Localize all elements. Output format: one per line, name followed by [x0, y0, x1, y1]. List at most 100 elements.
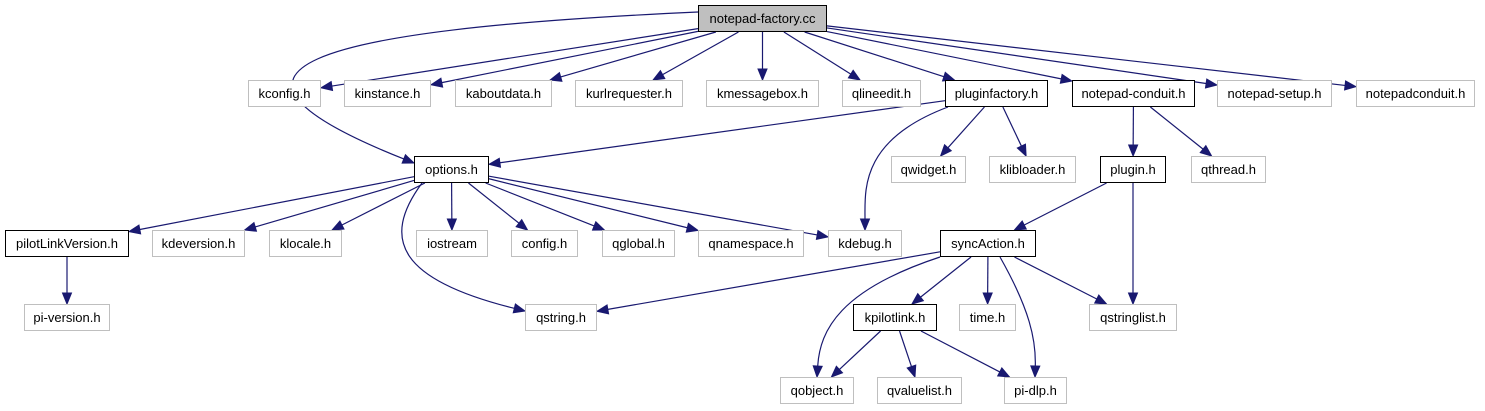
node-syncAction[interactable]: syncAction.h: [940, 230, 1036, 257]
node-label: qlineedit.h: [851, 86, 912, 101]
node-qstring[interactable]: qstring.h: [525, 304, 597, 331]
edge-kpilotlink-to-pidlp: [920, 330, 1001, 373]
edge-pluginfactory-to-options-arrowhead: [487, 157, 502, 168]
node-iostream[interactable]: iostream: [416, 230, 488, 257]
node-kconfig[interactable]: kconfig.h: [248, 80, 321, 107]
edge-root-to-options-arrowhead: [401, 153, 416, 164]
edge-root-to-kconfig-arrowhead: [319, 80, 334, 92]
node-label: options.h: [425, 162, 478, 177]
node-kpilotlink[interactable]: kpilotlink.h: [853, 304, 937, 331]
node-label: pilotLinkVersion.h: [16, 236, 118, 251]
node-qstringlist[interactable]: qstringlist.h: [1089, 304, 1177, 331]
node-config[interactable]: config.h: [511, 230, 578, 257]
node-qwidget[interactable]: qwidget.h: [891, 156, 966, 183]
node-qvaluelist[interactable]: qvaluelist.h: [877, 377, 962, 404]
edge-options-to-pilotLinkVersion-arrowhead: [127, 224, 142, 235]
edge-syncAction-to-kpilotlink: [920, 256, 972, 298]
edge-root-to-options: [291, 11, 699, 160]
edge-syncAction-to-qstring-arrowhead: [595, 304, 610, 315]
edge-root-to-kurlrequester: [662, 31, 739, 76]
node-label: qthread.h: [1201, 162, 1256, 177]
edge-root-to-kaboutdata: [560, 31, 717, 78]
edge-kpilotlink-to-qvaluelist: [898, 330, 913, 367]
node-label: kdebug.h: [838, 236, 892, 251]
node-label: klibloader.h: [999, 162, 1066, 177]
node-pidlp[interactable]: pi-dlp.h: [1004, 377, 1067, 404]
node-label: qvaluelist.h: [886, 383, 953, 398]
edge-kpilotlink-to-qvaluelist-arrowhead: [906, 364, 917, 379]
edge-root-to-notepadsetup: [826, 27, 1207, 85]
node-label: pluginfactory.h: [954, 86, 1039, 101]
edge-options-to-qnamespace: [488, 178, 688, 229]
edge-root-to-notepadconduit_h-arrowhead: [1059, 73, 1074, 84]
node-kdebug[interactable]: kdebug.h: [828, 230, 902, 257]
edge-root-to-notepadconduit_h: [826, 30, 1062, 80]
node-kdeversion[interactable]: kdeversion.h: [152, 230, 245, 257]
node-kaboutdata[interactable]: kaboutdata.h: [455, 80, 552, 107]
edge-pluginfactory-to-klibloader: [1002, 106, 1022, 147]
edge-options-to-klocale-arrowhead: [330, 220, 345, 231]
edge-options-to-pilotLinkVersion: [139, 176, 415, 231]
node-label: kmessagebox.h: [716, 86, 809, 101]
edge-plugin-to-syncAction: [1023, 182, 1107, 226]
edge-root-to-kconfig: [331, 28, 699, 87]
edge-options-to-qstring-arrowhead: [512, 303, 527, 314]
node-label: qstring.h: [536, 310, 586, 325]
node-label: kdeversion.h: [161, 236, 236, 251]
node-label: notepadconduit.h: [1365, 86, 1466, 101]
edge-kpilotlink-to-qobject-arrowhead: [830, 365, 844, 378]
edge-options-to-kdebug: [488, 175, 818, 236]
edge-syncAction-to-qobject-arrowhead: [812, 365, 823, 379]
node-time[interactable]: time.h: [959, 304, 1016, 331]
edge-root-to-kaboutdata-arrowhead: [548, 71, 563, 82]
node-options[interactable]: options.h: [414, 156, 489, 183]
node-label: notepad-factory.cc: [709, 11, 816, 26]
edge-syncAction-to-pidlp: [999, 256, 1036, 367]
edge-syncAction-to-kpilotlink-arrowhead: [910, 292, 925, 305]
node-label: kconfig.h: [258, 86, 311, 101]
edge-kpilotlink-to-pidlp-arrowhead: [996, 367, 1011, 378]
node-klibloader[interactable]: klibloader.h: [989, 156, 1076, 183]
node-qglobal[interactable]: qglobal.h: [602, 230, 675, 257]
node-qthread[interactable]: qthread.h: [1191, 156, 1266, 183]
edge-kpilotlink-to-qobject: [839, 330, 881, 370]
node-kinstance[interactable]: kinstance.h: [344, 80, 431, 107]
node-notepadsetup[interactable]: notepad-setup.h: [1217, 80, 1332, 107]
edge-pluginfactory-to-kdebug: [864, 106, 949, 220]
edge-options-to-klocale: [341, 182, 426, 226]
edge-root-to-notepadconduit2-arrowhead: [1343, 80, 1358, 91]
node-kmessagebox[interactable]: kmessagebox.h: [706, 80, 819, 107]
edge-root-to-notepadsetup-arrowhead: [1204, 78, 1219, 89]
node-label: pi-dlp.h: [1014, 383, 1057, 398]
node-klocale[interactable]: klocale.h: [269, 230, 342, 257]
node-label: config.h: [521, 236, 568, 251]
edge-options-to-qstring: [401, 182, 515, 309]
node-label: qstringlist.h: [1100, 310, 1166, 325]
node-piversion[interactable]: pi-version.h: [24, 304, 110, 331]
node-qnamespace[interactable]: qnamespace.h: [698, 230, 804, 257]
edge-root-to-kinstance-arrowhead: [429, 77, 444, 88]
node-label: kurlrequester.h: [586, 86, 672, 101]
node-label: klocale.h: [279, 236, 332, 251]
edge-root-to-notepadconduit2: [826, 25, 1346, 87]
node-label: notepad-setup.h: [1227, 86, 1322, 101]
edge-pluginfactory-to-qwidget: [947, 106, 985, 149]
edge-pluginfactory-to-kdebug-arrowhead: [859, 218, 871, 232]
edge-root-to-kurlrequester-arrowhead: [651, 69, 666, 81]
node-root[interactable]: notepad-factory.cc: [698, 5, 827, 32]
node-notepadconduit2[interactable]: notepadconduit.h: [1356, 80, 1475, 107]
edge-notepadconduit_h-to-plugin-arrowhead: [1127, 144, 1139, 158]
edge-syncAction-to-qobject: [817, 256, 941, 367]
node-kurlrequester[interactable]: kurlrequester.h: [575, 80, 683, 107]
edge-root-to-qlineedit-arrowhead: [847, 69, 862, 81]
node-pilotLinkVersion[interactable]: pilotLinkVersion.h: [5, 230, 129, 257]
node-label: iostream: [427, 236, 477, 251]
node-qlineedit[interactable]: qlineedit.h: [842, 80, 921, 107]
node-plugin[interactable]: plugin.h: [1100, 156, 1166, 183]
node-notepadconduit_h[interactable]: notepad-conduit.h: [1072, 80, 1195, 107]
node-qobject[interactable]: qobject.h: [780, 377, 854, 404]
node-pluginfactory[interactable]: pluginfactory.h: [945, 80, 1048, 107]
edge-options-to-config-arrowhead: [515, 218, 529, 231]
node-label: kaboutdata.h: [465, 86, 542, 101]
